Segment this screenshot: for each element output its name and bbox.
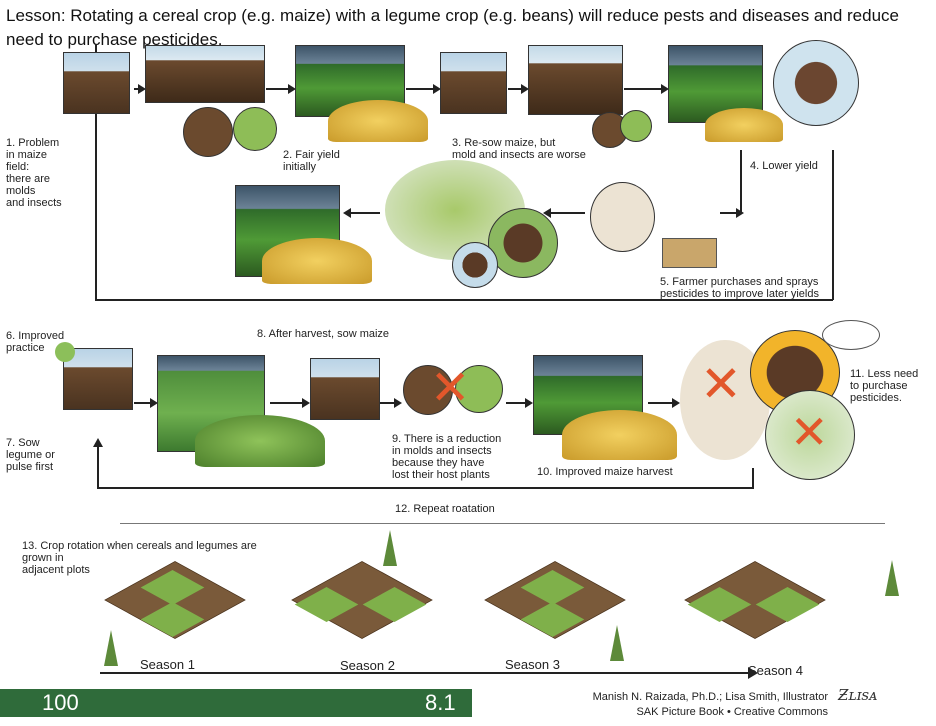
season-4-label: Season 4 (748, 663, 803, 678)
insect-circle (233, 107, 277, 151)
insect-circle (455, 365, 503, 413)
step-8-caption: 8. After harvest, sow maize (257, 328, 390, 340)
loop-line-left (97, 445, 99, 489)
arrow (343, 208, 380, 218)
divider (120, 523, 885, 524)
step-9-caption: 9. There is a reduction in molds and ins… (392, 433, 502, 481)
season-1-label: Season 1 (140, 657, 195, 672)
arrow (266, 84, 296, 94)
arrow (720, 208, 744, 218)
footer-bar: 100 8.1 (0, 689, 472, 717)
timeline (100, 672, 750, 674)
step-12-caption: 12. Repeat roatation (395, 503, 495, 515)
arrow (508, 84, 529, 94)
plot-season-4 (665, 560, 845, 670)
loop-line-bottom (97, 487, 754, 489)
step-10-caption: 10. Improved maize harvest (537, 466, 673, 478)
farmer-sowing-image (63, 52, 130, 114)
field-image (528, 45, 623, 115)
arrow (134, 398, 158, 408)
maize-pile (562, 410, 677, 460)
step-2-caption: 2. Fair yield initially (283, 149, 340, 173)
loop-line-right (832, 150, 834, 300)
cross-icon: ✕ (700, 355, 742, 413)
farmer-sowing-maize-image (310, 358, 380, 420)
arrow (134, 84, 146, 94)
arrow (506, 398, 533, 408)
farmer-sowing-legume-image (63, 348, 133, 410)
section-number: 8.1 (425, 690, 456, 715)
maize-pile (262, 238, 372, 284)
maize-pile (328, 100, 428, 142)
plot-season-2 (272, 560, 452, 670)
season-2-label: Season 2 (340, 658, 395, 673)
maize-pile (705, 108, 783, 142)
loop-line-left (95, 44, 97, 300)
bean-seed-icon (55, 342, 75, 362)
credits: Manish N. Raizada, Ph.D.; Lisa Smith, Il… (540, 690, 828, 720)
mold-soil-circle (183, 107, 233, 157)
step-13-caption: 13. Crop rotation when cereals and legum… (22, 540, 257, 576)
arrow (648, 398, 680, 408)
cross-icon: ✕ (430, 360, 471, 416)
arrow (543, 208, 585, 218)
arrow (406, 84, 441, 94)
arrow (270, 398, 310, 408)
mold-soil-circle (403, 365, 453, 415)
step-5-caption: 5. Farmer purchases and sprays pesticide… (660, 276, 819, 300)
farmer-portrait (488, 208, 558, 278)
step-6-caption: 6. Improved practice (6, 330, 65, 354)
step-7-caption: 7. Sow legume or pulse first (6, 437, 55, 473)
step-3-caption: 3. Re-sow maize, but mold and insects ar… (452, 137, 586, 161)
tree-icon (104, 630, 118, 666)
loop-line-down (740, 150, 742, 212)
loop-line-bottom (95, 299, 833, 301)
field-image (145, 45, 265, 103)
shop-image (590, 182, 655, 252)
credit-authors: Manish N. Raizada, Ph.D.; Lisa Smith, Il… (592, 691, 828, 703)
arrow-up-icon (93, 438, 103, 447)
season-3-label: Season 3 (505, 657, 560, 672)
insect-circle (620, 110, 652, 142)
cross-icon: ✕ (790, 405, 829, 459)
credit-license: SAK Picture Book • Creative Commons (636, 706, 828, 718)
arrow-right-icon (748, 667, 758, 679)
farmer-portrait (773, 40, 859, 126)
thought-bubble (822, 320, 880, 350)
lesson-title: Lesson: Rotating a cereal crop (e.g. mai… (6, 6, 899, 49)
step-1-caption: 1. Problem in maize field: there are mol… (6, 137, 62, 209)
page-number: 100 (42, 690, 79, 715)
money-image (662, 238, 717, 268)
loop-line-right (752, 468, 754, 489)
arrow (624, 84, 669, 94)
farmer-portrait (452, 242, 498, 288)
step-11-caption: 11. Less need to purchase pesticides. (850, 368, 919, 404)
tree-icon (383, 530, 397, 566)
legume-pile (195, 415, 325, 467)
tree-icon (885, 560, 899, 596)
arrow (380, 398, 402, 408)
tree-icon (610, 625, 624, 661)
step-4-caption: 4. Lower yield (750, 160, 818, 172)
sprayer-image (765, 390, 855, 480)
farmer-resowing-image (440, 52, 507, 114)
illustrator-signature: Ƶʟɪsᴀ (838, 686, 878, 704)
